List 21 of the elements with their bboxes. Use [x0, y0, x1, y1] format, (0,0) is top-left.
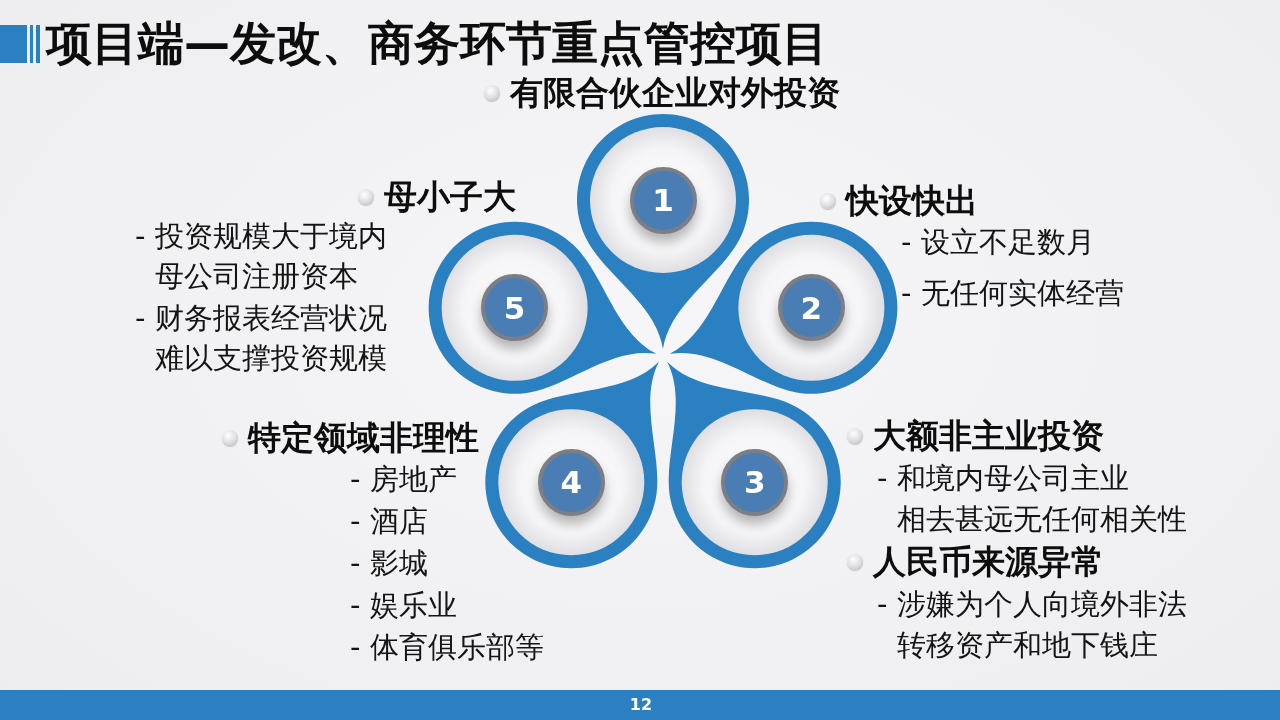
list-item: - 财务报表经营状况难以支撑投资规模: [135, 300, 387, 377]
page-number: 12: [629, 695, 653, 715]
item-heading: 快设快出: [846, 181, 978, 221]
list-item: - 投资规模大于境内母公司注册资本: [135, 218, 387, 295]
teardrop-petal: [428, 221, 657, 394]
item-heading: 有限合伙企业对外投资: [510, 73, 840, 113]
list-item: - 体育俱乐部等: [350, 629, 544, 666]
list-item: - 酒店: [350, 503, 428, 540]
item-heading: 特定领域非理性: [248, 418, 479, 458]
item-heading: 母小子大: [384, 177, 516, 217]
item-heading: 大额非主业投资: [873, 416, 1104, 456]
list-item: - 和境内母公司主业相去甚远无任何相关性: [877, 460, 1187, 538]
list-item: - 娱乐业: [350, 587, 457, 624]
list-item: - 涉嫌为个人向境外非法转移资产和地下钱庄: [877, 586, 1187, 664]
slide-title: 项目端—发改、商务环节重点管控项目: [46, 16, 828, 70]
list-item: - 无任何实体经营: [901, 275, 1124, 312]
list-item: - 设立不足数月: [901, 224, 1095, 261]
list-item: - 影城: [350, 545, 428, 582]
teardrop-petal: [669, 221, 898, 394]
list-item: - 房地产: [350, 461, 457, 498]
item-heading: 人民币来源异常: [873, 542, 1104, 582]
